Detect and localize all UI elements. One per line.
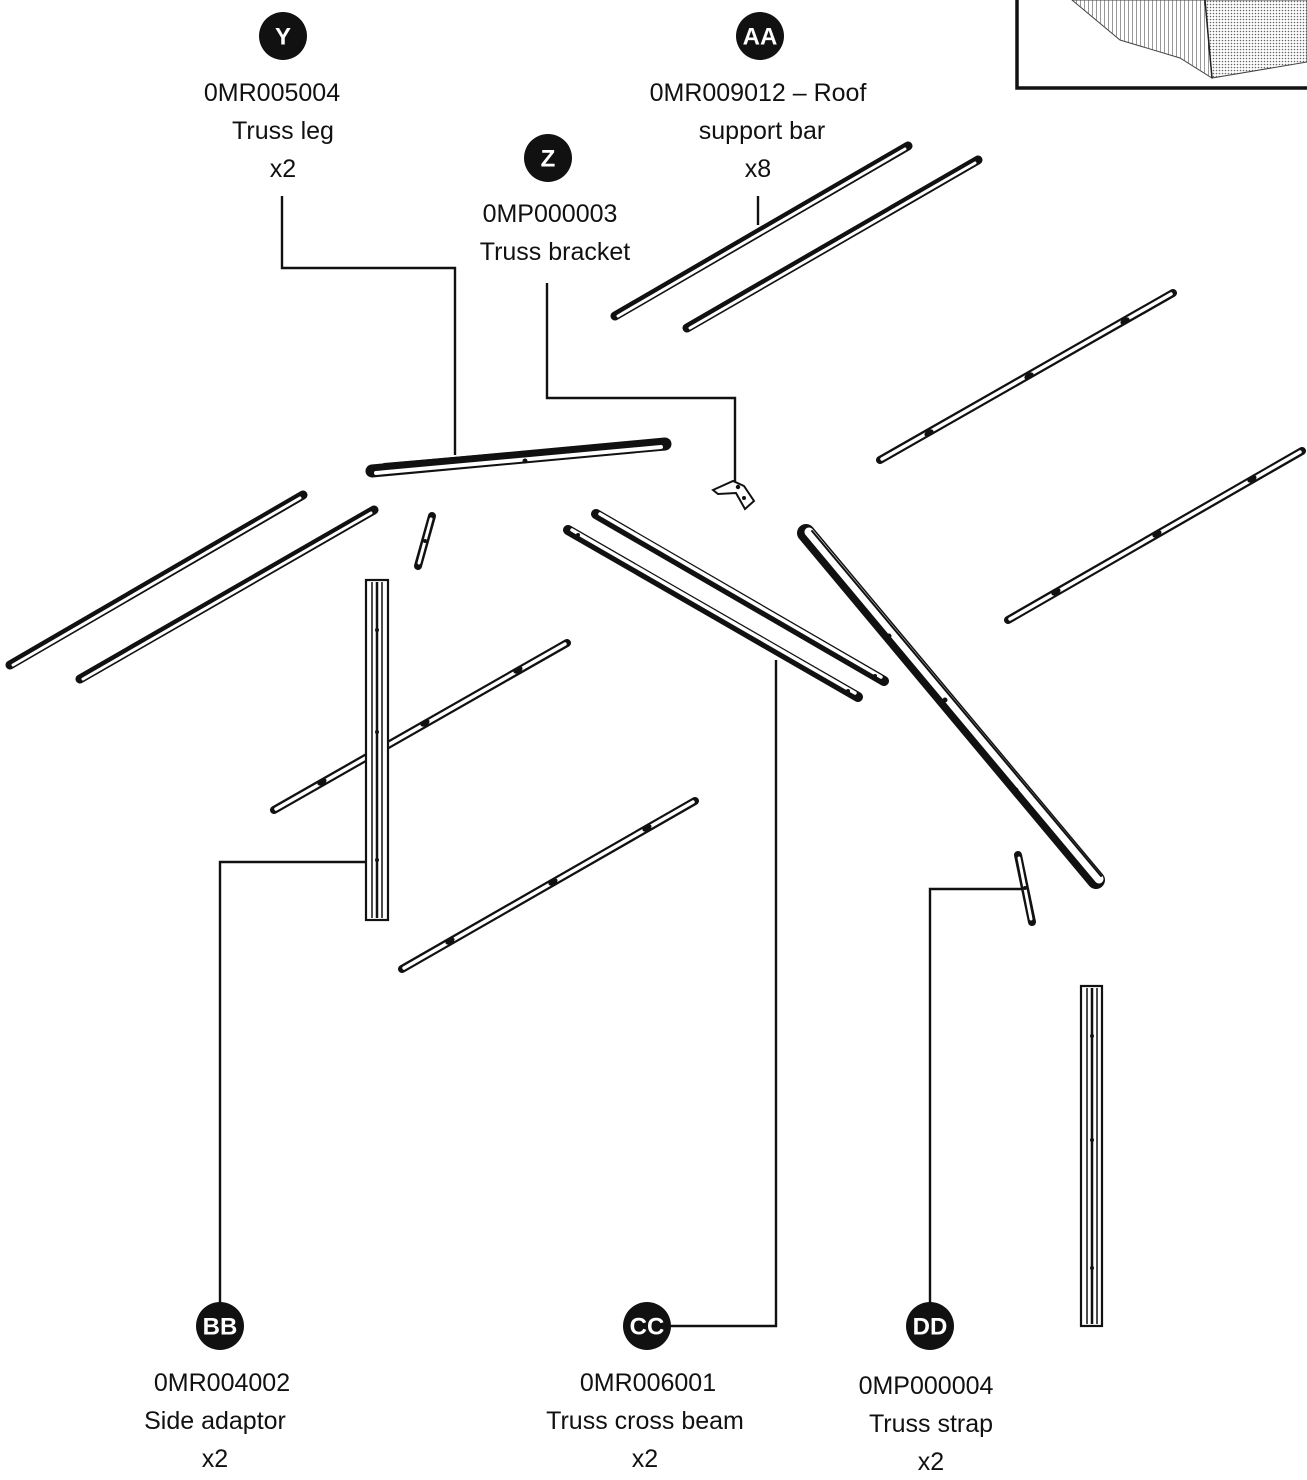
part-id-bb: BB: [203, 1314, 238, 1341]
part-qty-y: x2: [270, 155, 296, 183]
truss-strap: [1014, 851, 1036, 926]
roof-support-bar-8: [398, 797, 699, 973]
part-code-z: 0MP000003: [483, 200, 618, 228]
callout-badge-y: [259, 12, 307, 60]
part-code-bb: 0MR004002: [154, 1369, 290, 1397]
truss-bracket: [711, 479, 756, 511]
part-id-z: Z: [541, 146, 556, 173]
callout-y: Y 0MR005004 Truss leg x2: [204, 12, 340, 183]
roof-support-bar-4: [1004, 447, 1306, 624]
truss-leg: [365, 437, 672, 478]
part-name-bb: Side adaptor: [144, 1407, 286, 1435]
part-qty-bb: x2: [202, 1445, 228, 1473]
side-adaptor-1: [364, 578, 390, 922]
callout-z: Z 0MP000003 Truss bracket: [480, 134, 631, 266]
truss-leg-diagonal: [797, 524, 1105, 889]
truss-strap-small: [414, 512, 436, 570]
part-code-y: 0MR005004: [204, 79, 340, 107]
parts-drawing: [5, 141, 1306, 1328]
part-qty-dd: x2: [918, 1448, 944, 1476]
roof-support-bar-3: [876, 289, 1177, 464]
part-code-cc: 0MR006001: [580, 1369, 716, 1397]
part-name-cc: Truss cross beam: [546, 1407, 744, 1435]
callout-badge-bb: [196, 1302, 244, 1350]
roof-support-bar-7: [270, 639, 571, 814]
side-adaptor-2: [1079, 984, 1104, 1328]
part-name-aa: support bar: [699, 117, 825, 145]
leader-lines: [218, 196, 1022, 1328]
product-thumbnail: [1015, 0, 1307, 90]
part-code-dd: 0MP000004: [859, 1372, 994, 1400]
part-qty-cc: x2: [632, 1445, 658, 1473]
callout-badge-cc: [623, 1302, 671, 1350]
part-id-dd: DD: [913, 1314, 948, 1341]
part-name-z: Truss bracket: [480, 238, 631, 266]
truss-cross-beam-2: [591, 509, 889, 686]
roof-support-bar-1: [610, 141, 913, 321]
part-qty-aa: x8: [745, 155, 771, 183]
callout-dd: DD 0MP000004 Truss strap x2: [859, 1302, 994, 1476]
callout-aa: AA 0MR009012 – Roof support bar x8: [650, 12, 867, 183]
part-code-aa: 0MR009012 – Roof: [650, 79, 867, 107]
leader-line-dd: [928, 887, 1022, 1312]
callout-badge-aa: [736, 12, 784, 60]
part-id-cc: CC: [630, 1314, 665, 1341]
truss-cross-beam-1: [563, 525, 863, 702]
part-id-aa: AA: [743, 24, 778, 51]
roof-support-bar-5: [5, 490, 308, 670]
callout-cc: CC 0MR006001 Truss cross beam x2: [546, 1302, 744, 1473]
roof-support-bar-6: [75, 505, 379, 684]
callout-badge-z: [524, 134, 572, 182]
roof-support-bar-2: [682, 155, 983, 333]
leader-line-y: [280, 196, 457, 455]
leader-line-z: [545, 283, 737, 482]
callout-bb: BB 0MR004002 Side adaptor x2: [144, 1302, 290, 1473]
part-name-y: Truss leg: [232, 117, 334, 145]
leader-line-bb: [218, 860, 368, 1312]
part-id-y: Y: [275, 24, 291, 51]
leader-line-cc: [668, 660, 778, 1328]
callout-badge-dd: [906, 1302, 954, 1350]
part-name-dd: Truss strap: [869, 1410, 993, 1438]
